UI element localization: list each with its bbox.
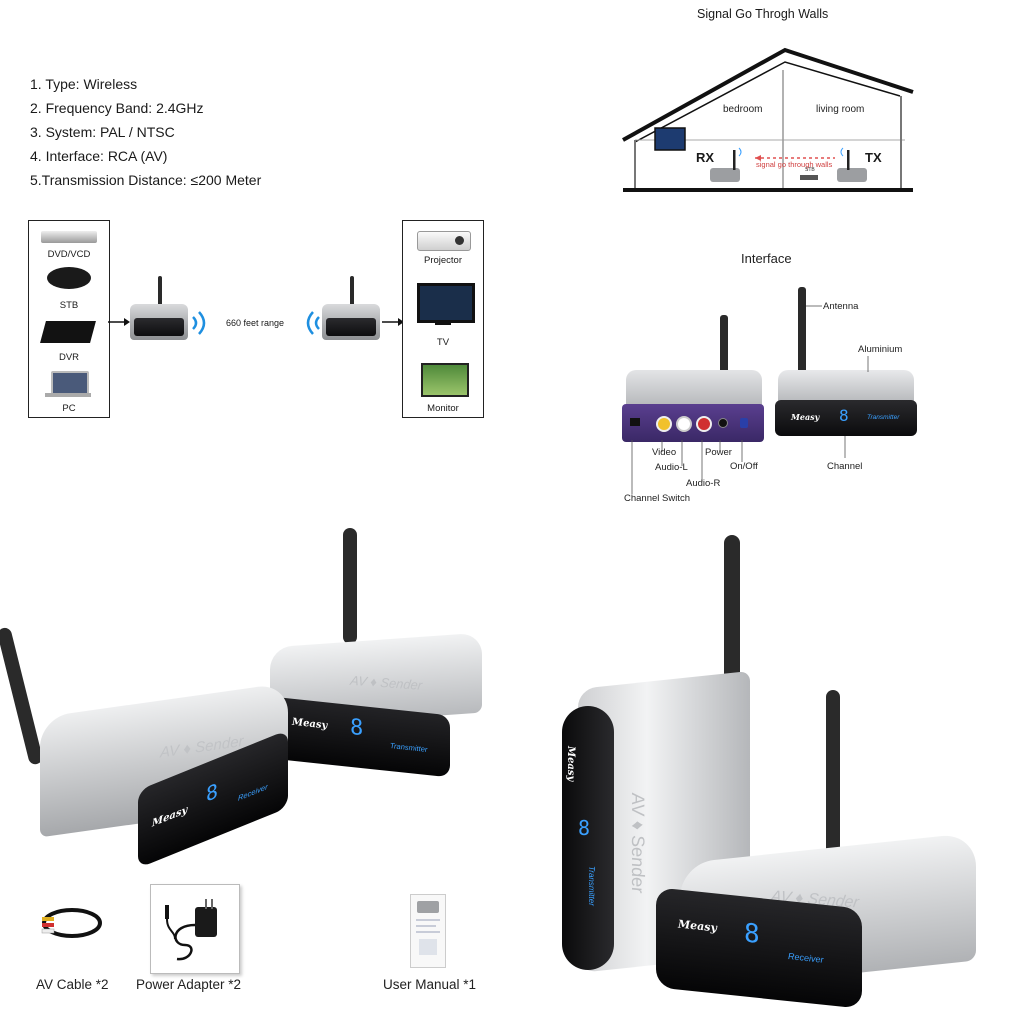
projector-icon	[417, 231, 471, 251]
spec-item: 2. Frequency Band: 2.4GHz	[30, 100, 204, 116]
antenna-icon	[798, 287, 806, 375]
power-adapter-image	[150, 884, 240, 974]
brand-logo: Measy	[152, 804, 188, 830]
output-box: Projector TV Monitor	[402, 220, 484, 418]
receiver-text: Receiver	[788, 951, 824, 965]
spec-item: 1. Type: Wireless	[30, 76, 138, 92]
brand-logo: Measy	[791, 412, 820, 422]
channel-switch-label: Channel Switch	[624, 493, 691, 504]
receiver-device	[322, 304, 380, 340]
spec-item: 5.Transmission Distance: ≤200 Meter	[30, 172, 262, 188]
antenna-icon	[343, 528, 357, 644]
receiver-text: Receiver	[238, 781, 268, 803]
antenna-icon	[350, 276, 354, 310]
onoff-switch-icon	[740, 418, 748, 428]
accessory-label-user-manual: User Manual *1	[383, 977, 477, 992]
transmitter-text: Transmitter	[390, 741, 428, 754]
dvd-player-icon	[41, 231, 97, 243]
walls-title: Signal Go Throgh Walls	[697, 7, 829, 21]
spec-list: 1. Type: Wireless 2. Frequency Band: 2.4…	[30, 72, 261, 192]
device-top-housing	[626, 370, 762, 408]
power-label: Power	[705, 447, 732, 458]
laptop-icon	[51, 371, 89, 395]
output-label-tv: TV	[436, 337, 450, 348]
living-room-label: living room	[816, 104, 865, 115]
video-jack-icon	[656, 416, 672, 432]
brand-logo: Measy	[678, 917, 717, 935]
antenna-icon	[826, 690, 840, 860]
source-label-dvd: DVD/VCD	[47, 249, 91, 260]
aluminium-label: Aluminium	[858, 344, 903, 355]
channel-display: 8	[350, 714, 364, 742]
dvr-icon	[40, 321, 96, 343]
tv-icon	[417, 283, 475, 323]
transmitter-device	[130, 304, 188, 340]
arrow-right-icon	[108, 318, 130, 326]
wifi-signal-icon	[192, 311, 206, 335]
channel-display: 8	[206, 777, 219, 807]
rx-label: RX	[696, 150, 715, 165]
wifi-signal-icon	[306, 311, 320, 335]
accessory-label-power-adapter: Power Adapter *2	[136, 977, 242, 992]
audio-right-jack-icon	[696, 416, 712, 432]
antenna-label: Antenna	[823, 301, 859, 312]
av-cable-icon	[41, 908, 102, 938]
monitor-icon	[421, 363, 469, 397]
house-diagram	[622, 47, 914, 192]
channel-switch-icon	[630, 418, 640, 426]
video-label: Video	[652, 447, 677, 458]
front-panel: Measy 8 Transmitter	[562, 706, 614, 970]
interface-title: Interface	[741, 251, 792, 266]
source-label-pc: PC	[62, 403, 76, 414]
channel-display: 8	[578, 816, 591, 840]
brand-logo: Measy	[565, 746, 576, 782]
tx-label: TX	[865, 150, 882, 165]
stb-label: STB	[805, 167, 815, 173]
audio-r-label: Audio-R	[686, 478, 721, 489]
callout-lines	[806, 305, 822, 307]
spec-item: 3. System: PAL / NTSC	[30, 124, 175, 140]
device-top-housing	[778, 370, 914, 404]
output-label-monitor: Monitor	[427, 403, 459, 414]
channel-label: Channel	[827, 461, 863, 472]
arrow-right-icon	[382, 318, 404, 326]
callout-lines	[844, 436, 846, 458]
signal-label: signal go through walls	[756, 160, 833, 169]
spec-item: 4. Interface: RCA (AV)	[30, 148, 168, 164]
channel-display: 8	[744, 918, 760, 951]
source-label-dvr: DVR	[58, 352, 80, 363]
model-text: AV ♦ Sender	[628, 791, 648, 895]
callout-lines	[631, 440, 743, 494]
accessory-label-av-cable: AV Cable *2	[36, 977, 109, 992]
stb-icon	[47, 267, 91, 289]
audio-l-label: Audio-L	[655, 462, 688, 473]
antenna-icon	[724, 535, 740, 691]
range-label: 660 feet range	[226, 318, 285, 328]
power-adapter-icon	[165, 899, 217, 961]
antenna-icon	[0, 626, 44, 766]
antenna-icon	[158, 276, 162, 310]
back-panel	[622, 404, 764, 442]
model-text: AV ♦ Sender	[349, 672, 424, 693]
channel-display: 8	[839, 406, 849, 425]
front-panel: Measy 8 Transmitter	[775, 400, 917, 436]
source-label-stb: STB	[59, 300, 79, 311]
output-label-projector: Projector	[423, 255, 462, 266]
onoff-label: On/Off	[730, 461, 758, 472]
source-box: DVD/VCD STB DVR PC	[28, 220, 110, 418]
bedroom-label: bedroom	[723, 104, 763, 115]
callout-lines	[867, 356, 869, 372]
user-manual-icon	[410, 894, 446, 968]
power-jack-icon	[718, 418, 728, 428]
transmitter-text: Transmitter	[867, 414, 900, 421]
audio-left-jack-icon	[676, 416, 692, 432]
brand-logo: Measy	[292, 716, 328, 732]
transmitter-text: Transmitter	[587, 866, 596, 906]
